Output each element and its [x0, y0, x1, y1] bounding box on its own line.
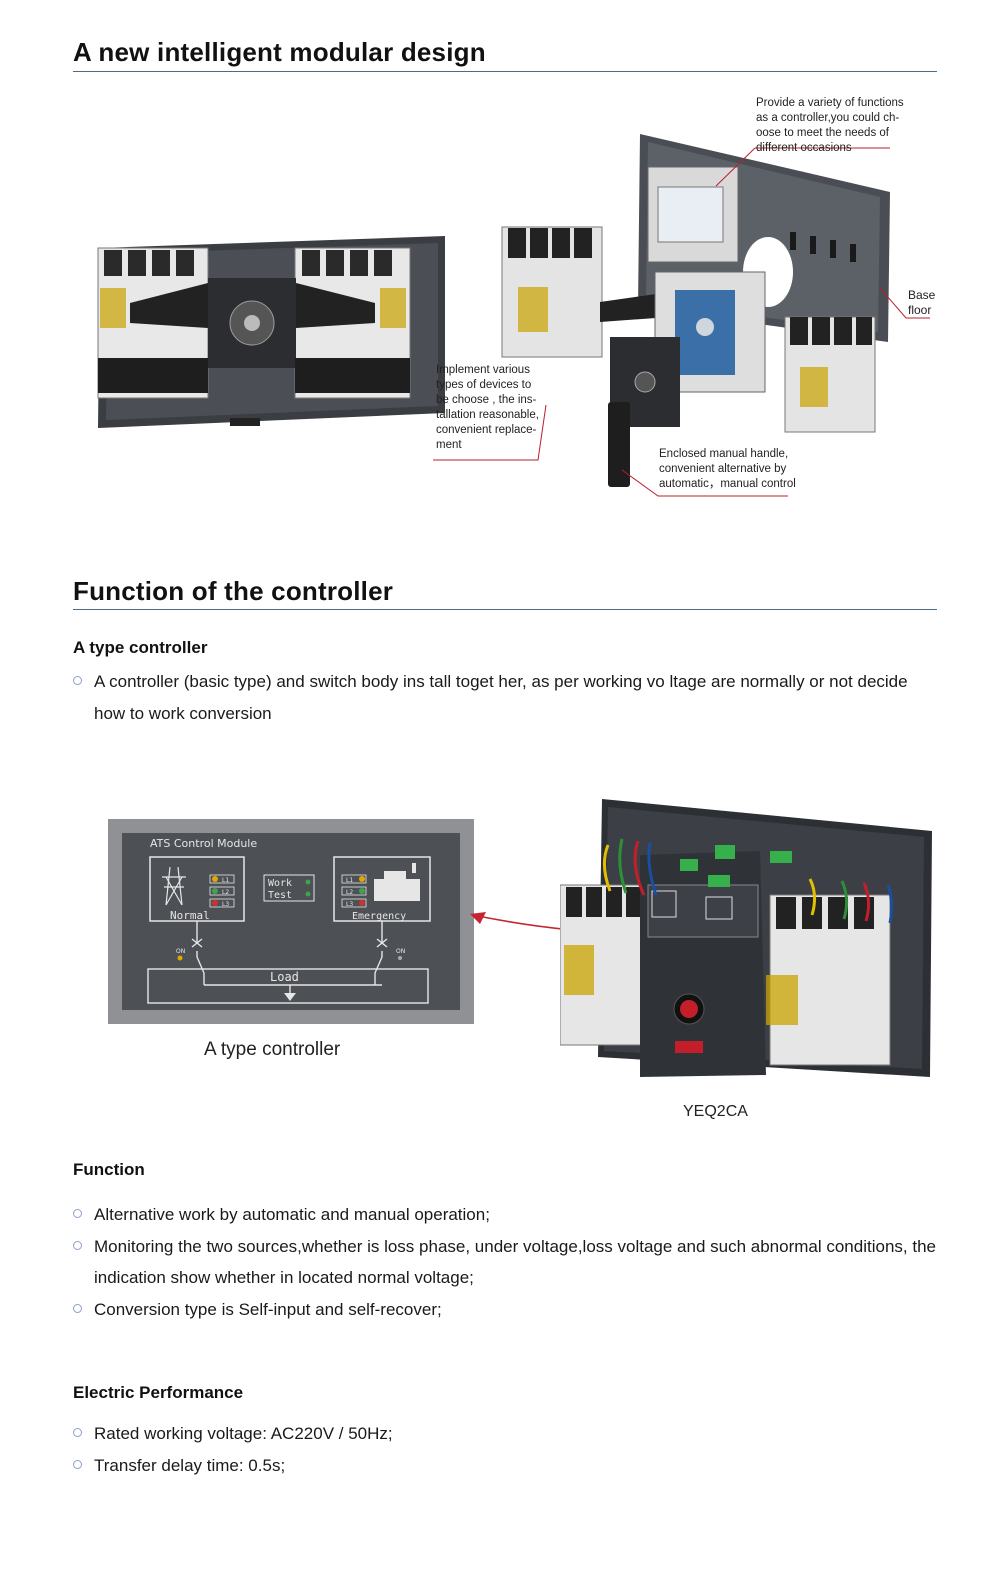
section-divider [73, 71, 937, 72]
svg-text:L1: L1 [346, 877, 353, 884]
module-title: ATS Control Module [150, 837, 257, 850]
svg-text:L2: L2 [222, 889, 229, 896]
svg-text:L1: L1 [222, 877, 229, 884]
bullet-icon [73, 1459, 82, 1469]
section-title-modular-design: A new intelligent modular design [73, 37, 486, 67]
list-item: A controller (basic type) and switch bod… [73, 666, 943, 729]
svg-text:L2: L2 [346, 889, 353, 896]
product-illustration [560, 795, 935, 1085]
bullet-icon [73, 1209, 82, 1218]
exploded-view-illustration [500, 132, 895, 492]
list-item: Monitoring the two sources,whether is lo… [73, 1231, 943, 1294]
load-label: Load [270, 970, 299, 984]
bullet-icon [73, 1240, 82, 1250]
list-item: Alternative work by automatic and manual… [73, 1199, 943, 1231]
section-divider [73, 609, 937, 610]
list-item: Conversion type is Self-input and self-r… [73, 1294, 943, 1326]
control-module-diagram: ATS Control Module L1 L2 L3 Normal Work … [147, 837, 431, 1004]
test-label: Test [268, 890, 292, 901]
normal-phase-leds: L1 L2 L3 [209, 874, 235, 908]
bullet-icon [73, 676, 82, 685]
on-right-label: ON [396, 948, 405, 955]
list-item: Transfer delay time: 0.5s; [73, 1450, 943, 1482]
callout-manual-handle: Enclosed manual handle, convenient alter… [659, 448, 796, 490]
normal-label: Normal [170, 909, 210, 922]
callout-devices: Implement various types of devices to be… [436, 364, 539, 451]
electric-performance-heading: Electric Performance [73, 1383, 244, 1402]
callout-leader-lines [433, 147, 930, 497]
transfer-lines [147, 921, 429, 1004]
generator-icon [374, 863, 420, 901]
callout-controller: Provide a variety of functions as a cont… [756, 97, 904, 154]
emergency-phase-leds: L1 L2 L3 [341, 874, 367, 908]
bullet-icon [73, 1303, 82, 1313]
svg-text:L3: L3 [222, 901, 229, 908]
list-item: Rated working voltage: AC220V / 50Hz; [73, 1418, 943, 1450]
function-heading: Function [73, 1160, 145, 1179]
function-list: Alternative work by automatic and manual… [73, 1199, 943, 1325]
on-left-label: ON [176, 948, 185, 955]
work-label: Work [268, 878, 292, 889]
section-title-controller-function: Function of the controller [73, 576, 394, 606]
ats-control-module-panel: ATS Control Module L1 L2 L3 Normal Work … [108, 819, 474, 1024]
bullet-icon [73, 1428, 82, 1437]
assembled-switch-illustration [90, 228, 450, 438]
a-type-list: A controller (basic type) and switch bod… [73, 666, 943, 729]
caption-a-type-controller: A type controller [204, 1039, 341, 1060]
svg-text:L3: L3 [346, 901, 353, 908]
emergency-label: Emergency [352, 911, 406, 922]
power-tower-icon [162, 866, 186, 906]
caption-product-model: YEQ2CA [683, 1103, 748, 1120]
electric-performance-list: Rated working voltage: AC220V / 50Hz; Tr… [73, 1418, 943, 1481]
a-type-heading: A type controller [73, 638, 208, 657]
callout-base-floor: Base floor [908, 288, 936, 317]
